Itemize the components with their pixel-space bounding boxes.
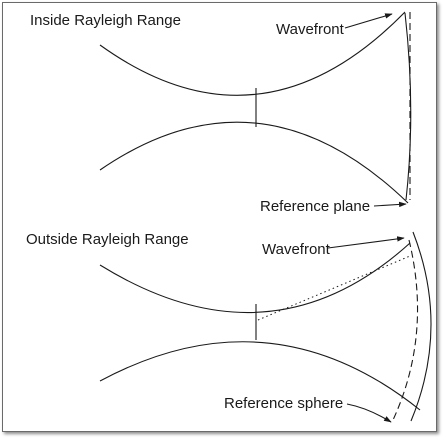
outside-rayleigh-title: Outside Rayleigh Range	[26, 231, 189, 248]
reference-plane-arrow	[373, 201, 407, 208]
reference-sphere-curve	[392, 239, 419, 421]
lower-beam-edge	[99, 121, 409, 204]
wavefront-arrow-top	[344, 13, 393, 29]
outside-rayleigh-panel: Outside Rayleigh Range Wavefront Referen…	[26, 231, 432, 423]
inside-rayleigh-panel: Inside Rayleigh Range Wavefront Referenc…	[30, 11, 412, 215]
wavefront-curve	[404, 12, 412, 201]
radius-dotted-line	[257, 255, 411, 321]
reference-sphere-label: Reference sphere	[224, 395, 343, 412]
reference-sphere-arrow	[346, 403, 392, 423]
reference-plane-label: Reference plane	[260, 198, 370, 215]
wavefront-arrow-bottom	[327, 236, 405, 249]
wavefront-label-top: Wavefront	[276, 21, 345, 38]
wavefront-label-bottom: Wavefront	[262, 241, 331, 258]
upper-beam-edge-2	[99, 242, 411, 314]
lower-beam-edge-2	[99, 341, 421, 411]
wavefront-curve-2	[410, 231, 432, 422]
inside-rayleigh-title: Inside Rayleigh Range	[30, 12, 181, 29]
figure-frame	[2, 2, 437, 432]
